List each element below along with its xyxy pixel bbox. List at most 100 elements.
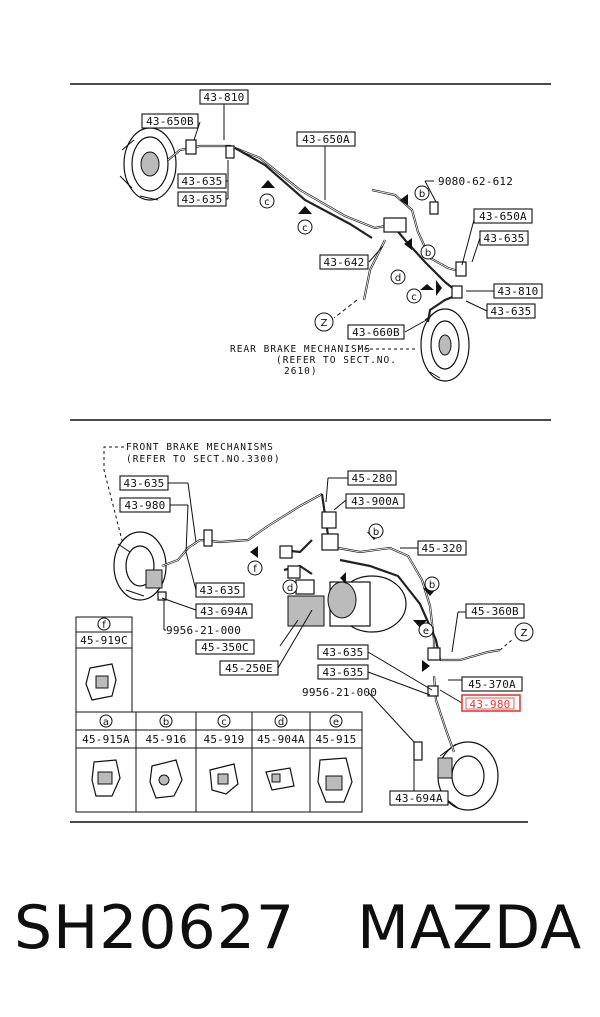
label-45-320: 45-320 (417, 540, 467, 556)
svg-text:43-694A: 43-694A (395, 792, 443, 805)
label-45-360b: 45-360B (465, 603, 525, 619)
svg-text:e: e (423, 626, 429, 637)
rear-callout-d: d (390, 269, 406, 285)
label-43-660b: 43-660B (347, 324, 405, 340)
svg-text:c: c (264, 197, 270, 208)
rear-callout-b2: b (420, 244, 436, 260)
svg-text:45-915: 45-915 (316, 733, 357, 746)
svg-text:a: a (103, 717, 109, 728)
label-45-280: 45-280 (347, 470, 397, 486)
footer-caption: SH20627 MAZDA (0, 893, 600, 973)
svg-text:43-650A: 43-650A (479, 210, 527, 223)
svg-text:d: d (278, 717, 284, 728)
svg-text:43-694A: 43-694A (200, 605, 248, 618)
legend-col-d: d 45-904A (257, 714, 305, 791)
svg-text:43-660B: 43-660B (352, 326, 400, 339)
label-43-810-right: 43-810 (493, 283, 543, 299)
svg-text:f: f (102, 620, 106, 631)
legend-col-e: e 45-915 (316, 714, 357, 803)
svg-text:43-810: 43-810 (498, 285, 539, 298)
svg-text:b: b (429, 580, 435, 591)
svg-text:Z: Z (321, 318, 328, 329)
svg-text:43-980: 43-980 (470, 698, 511, 711)
legend-col-a: a 45-915A (82, 714, 130, 797)
label-43-635-right2: 43-635 (486, 303, 536, 319)
label-43-650b: 43-650B (141, 113, 199, 129)
svg-text:FRONT BRAKE MECHANISMS: FRONT BRAKE MECHANISMS (126, 442, 274, 453)
label-43-650a-right: 43-650A (473, 208, 533, 224)
rear-callout-c3: c (406, 288, 422, 304)
rear-callout-b1: b (414, 185, 430, 201)
label-45-250e: 45-250E (219, 660, 279, 676)
svg-text:d: d (395, 273, 401, 284)
rear-callout-c2: c (297, 219, 313, 235)
svg-text:e: e (333, 717, 339, 728)
label-9080-62-612: 9080-62-612 (438, 175, 513, 188)
brand-name: MAZDA (357, 893, 583, 963)
rear-arrows (261, 180, 442, 296)
front-callout-d: d (282, 579, 298, 595)
label-43-642: 43-642 (319, 254, 369, 270)
svg-text:f: f (253, 564, 257, 575)
svg-text:c: c (221, 717, 227, 728)
svg-text:b: b (425, 248, 431, 259)
svg-text:43-650B: 43-650B (146, 115, 194, 128)
front-callout-b1: b (368, 523, 384, 539)
label-43-900a: 43-900A (345, 493, 405, 509)
front-left-rotor (113, 531, 167, 601)
label-front-43-635-d: 43-635 (317, 664, 369, 680)
svg-text:b: b (163, 717, 169, 728)
svg-text:43-810: 43-810 (204, 91, 245, 104)
svg-text:45-350C: 45-350C (201, 641, 249, 654)
front-brake-note: FRONT BRAKE MECHANISMS (REFER TO SECT.NO… (103, 442, 280, 549)
legend-f-header: f (97, 617, 111, 631)
svg-text:Z: Z (521, 628, 528, 639)
svg-text:45-919: 45-919 (204, 733, 245, 746)
svg-text:d: d (287, 583, 293, 594)
label-43-635-a: 43-635 (177, 173, 227, 189)
label-front-43-635-a: 43-635 (119, 475, 169, 491)
svg-text:45-904A: 45-904A (257, 733, 305, 746)
front-pipes (157, 493, 501, 761)
legend-part-45-919c: 45-919C (80, 634, 128, 647)
label-45-350c: 45-350C (195, 639, 255, 655)
label-43-694a-left: 43-694A (195, 603, 253, 619)
svg-text:43-900A: 43-900A (351, 495, 399, 508)
label-front-43-635-c: 43-635 (317, 644, 369, 660)
svg-text:45-370A: 45-370A (468, 678, 516, 691)
svg-text:43-635: 43-635 (323, 646, 364, 659)
legend-clip-f-icon (85, 663, 117, 701)
label-43-810-top: 43-810 (199, 89, 249, 105)
label-45-370a: 45-370A (461, 676, 523, 692)
front-callout-f: f (247, 560, 263, 576)
svg-text:43-635: 43-635 (182, 193, 223, 206)
svg-text:43-650A: 43-650A (302, 133, 350, 146)
legend-table (75, 616, 363, 813)
label-43-635-b: 43-635 (177, 191, 227, 207)
svg-text:b: b (373, 527, 379, 538)
svg-text:45-916: 45-916 (146, 733, 187, 746)
svg-text:43-642: 43-642 (324, 256, 365, 269)
svg-text:45-250E: 45-250E (225, 662, 273, 675)
label-front-43-980: 43-980 (119, 497, 171, 513)
svg-text:c: c (411, 292, 417, 303)
svg-text:43-635: 43-635 (323, 666, 364, 679)
svg-text:43-980: 43-980 (125, 499, 166, 512)
svg-text:45-280: 45-280 (352, 472, 393, 485)
svg-text:b: b (419, 189, 425, 200)
label-43-650a-top: 43-650A (296, 131, 356, 147)
label-front-43-635-b: 43-635 (195, 582, 245, 598)
rear-callout-z: Z (314, 312, 334, 332)
master-cylinder-booster (287, 575, 407, 633)
label-43-980-highlighted: 43-980 (461, 694, 521, 712)
svg-text:45-320: 45-320 (422, 542, 463, 555)
svg-text:43-635: 43-635 (124, 477, 165, 490)
svg-text:43-635: 43-635 (182, 175, 223, 188)
svg-text:45-915A: 45-915A (82, 733, 130, 746)
svg-text:REAR BRAKE MECHANISMS: REAR BRAKE MECHANISMS (230, 344, 371, 355)
label-9956-21-000-a: 9956-21-000 (166, 624, 241, 637)
front-leaders (161, 477, 466, 798)
svg-text:2610): 2610) (284, 366, 318, 377)
svg-text:43-635: 43-635 (484, 232, 525, 245)
